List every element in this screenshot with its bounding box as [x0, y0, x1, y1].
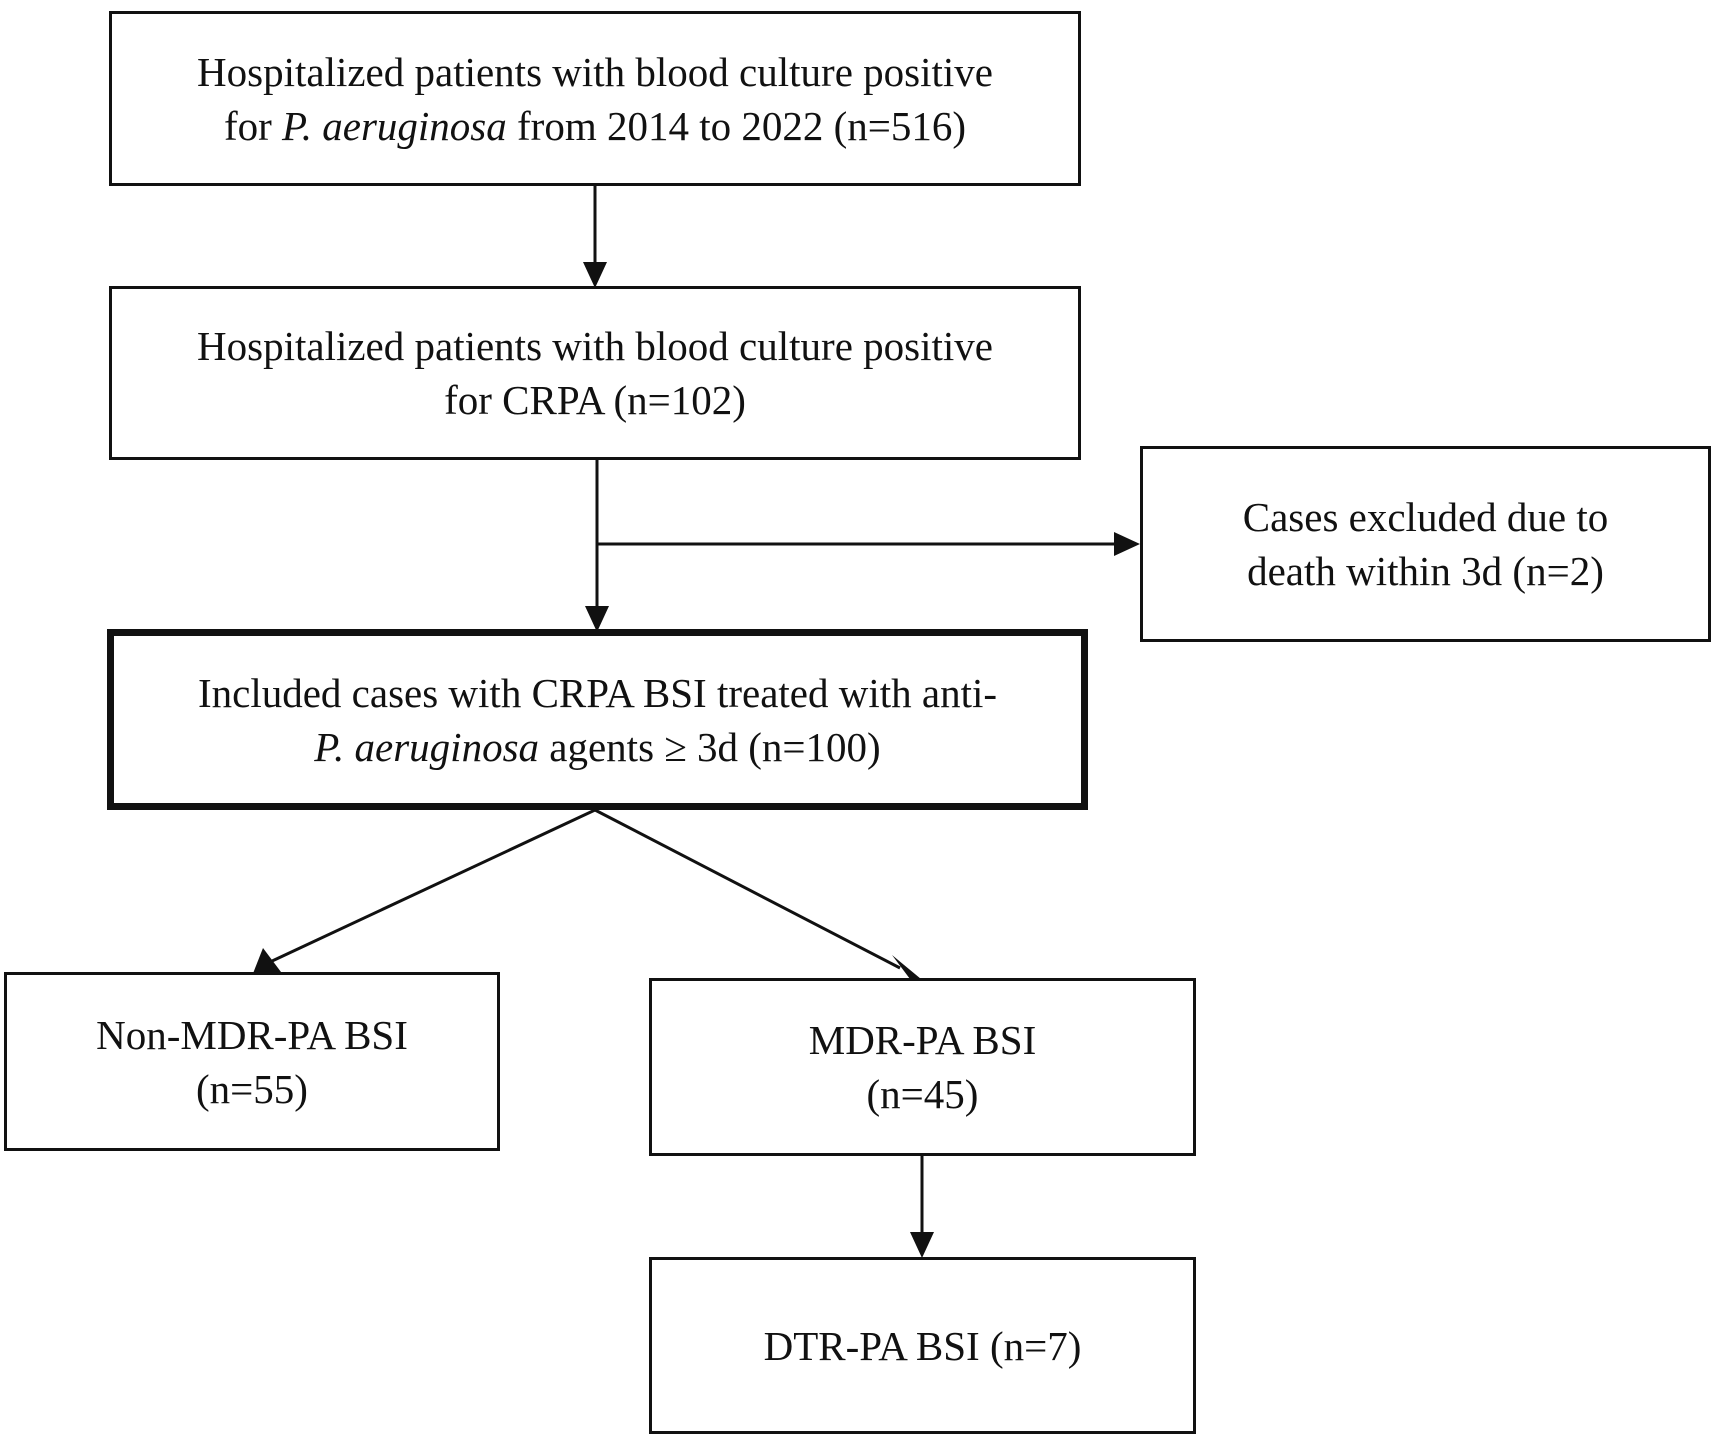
included-line1: Included cases with CRPA BSI treated wit…	[197, 669, 998, 716]
arrow-included-to-mdr	[594, 808, 901, 970]
non-mdr-box: Non-MDR-PA BSI (n=55)	[4, 972, 500, 1151]
arrowhead-to-mdr	[892, 955, 921, 979]
included-line2: P. aeruginosa agents ≥ 3d (n=100)	[198, 720, 997, 774]
excluded-line2: death within 3d (n=2)	[1247, 548, 1604, 594]
initial-cohort-line1: Hospitalized patients with blood culture…	[197, 48, 993, 95]
crpa-cohort-line1: Hospitalized patients with blood culture…	[197, 323, 993, 369]
species-name-italic: P. aeruginosa	[282, 102, 507, 149]
species-name-italic: P. aeruginosa	[314, 723, 540, 770]
arrow-included-to-nonmdr	[269, 808, 596, 964]
mdr-line1: MDR-PA BSI	[808, 1017, 1037, 1063]
included-cases-box: Included cases with CRPA BSI treated wit…	[107, 629, 1088, 810]
initial-cohort-line2: for P. aeruginosa from 2014 to 2022 (n=5…	[197, 99, 993, 153]
initial-cohort-box: Hospitalized patients with blood culture…	[109, 11, 1081, 186]
arrowhead-crpa-to-included	[585, 606, 609, 632]
excluded-cases-box: Cases excluded due to death within 3d (n…	[1140, 446, 1711, 642]
crpa-cohort-box: Hospitalized patients with blood culture…	[109, 286, 1081, 460]
mdr-box: MDR-PA BSI (n=45)	[649, 978, 1196, 1156]
arrowhead-to-nonmdr	[252, 948, 281, 976]
dtr-box: DTR-PA BSI (n=7)	[649, 1257, 1196, 1434]
initial-cohort-suffix: from 2014 to 2022 (n=516)	[506, 102, 967, 149]
arrowhead-to-excluded	[1114, 532, 1140, 556]
dtr-line1: DTR-PA BSI (n=7)	[763, 1322, 1082, 1369]
arrowhead-initial-to-crpa	[583, 262, 607, 288]
arrowhead-mdr-to-dtr	[910, 1232, 934, 1258]
excluded-line1: Cases excluded due to	[1242, 494, 1609, 540]
non-mdr-line1: Non-MDR-PA BSI	[96, 1011, 408, 1058]
mdr-line2: (n=45)	[866, 1071, 979, 1117]
non-mdr-line2: (n=55)	[196, 1065, 308, 1112]
initial-cohort-prefix: for	[223, 102, 282, 149]
crpa-cohort-line2: for CRPA (n=102)	[444, 377, 746, 423]
included-suffix: agents ≥ 3d (n=100)	[539, 723, 881, 770]
